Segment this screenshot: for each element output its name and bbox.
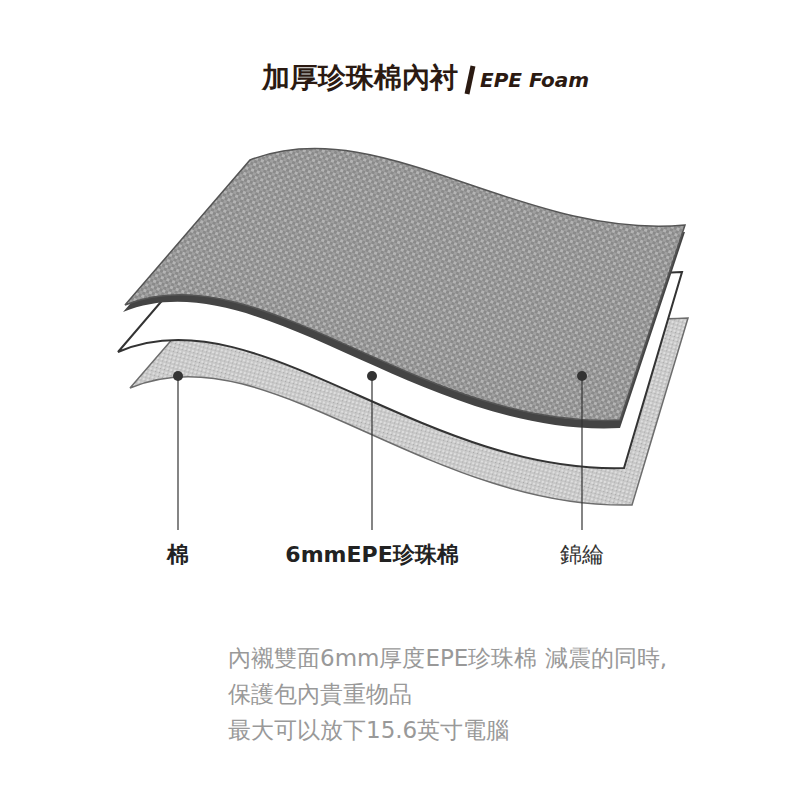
title-slash [467,66,473,94]
nylon-layer [123,148,685,428]
layer-label: 6mmEPE珍珠棉 [285,540,458,570]
title-english: EPE Foam [480,66,589,94]
caption: 內襯雙面6mm厚度EPE珍珠棉 減震的同時,保護包內貴重物品 最大可以放下15.… [228,640,688,748]
layer-label: 錦綸 [560,540,604,570]
leader-lines [178,376,582,530]
title: 加厚珍珠棉內衬 [262,60,458,96]
layer-label: 棉 [167,540,189,570]
leader-dots [173,371,587,381]
